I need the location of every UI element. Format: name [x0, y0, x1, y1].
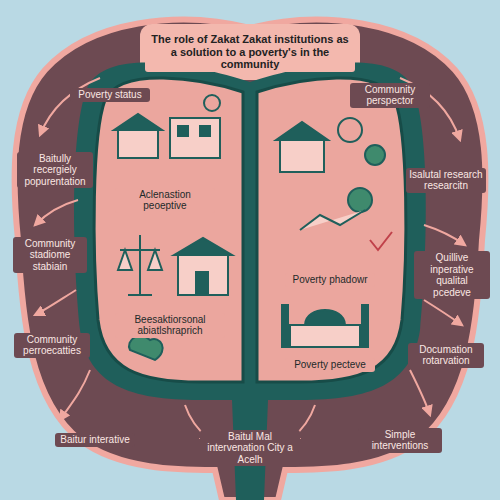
outer-label: Quillive inperative qualital pcedeve	[414, 251, 490, 299]
outer-label: Community perroecatties	[14, 333, 90, 358]
ring-arrows	[35, 78, 465, 440]
left-illustration	[114, 95, 232, 360]
inner-label: Poverty pecteve	[285, 358, 375, 372]
outer-label: Community stadiome stabiain	[13, 237, 87, 274]
outer-label: Community perspector	[350, 83, 430, 108]
outer-label: Baitully recergiely popurentation	[17, 152, 93, 189]
left-hemisphere	[94, 78, 243, 382]
inner-label: Poverty phadowr	[285, 273, 375, 287]
outer-label: Baitur interative	[55, 433, 135, 447]
title-band	[140, 24, 360, 80]
title: The role of Zakat Zakat institutions as …	[145, 32, 355, 72]
inner-label: Beesaktiorsonal abiatlshraprich	[115, 313, 225, 338]
inner-label: Aclenastion peoeptive	[115, 188, 215, 213]
outer-label: Isalutal research researcitn	[406, 168, 486, 193]
right-illustration	[276, 118, 392, 347]
right-hemisphere	[257, 78, 406, 382]
outer-label: Poverty status	[70, 88, 150, 102]
outer-label: Baitul Mal intervenation City a Acelh	[200, 430, 300, 467]
outer-label: Documation rotarvation	[408, 343, 484, 368]
outer-label: Simple interventions	[358, 428, 442, 453]
